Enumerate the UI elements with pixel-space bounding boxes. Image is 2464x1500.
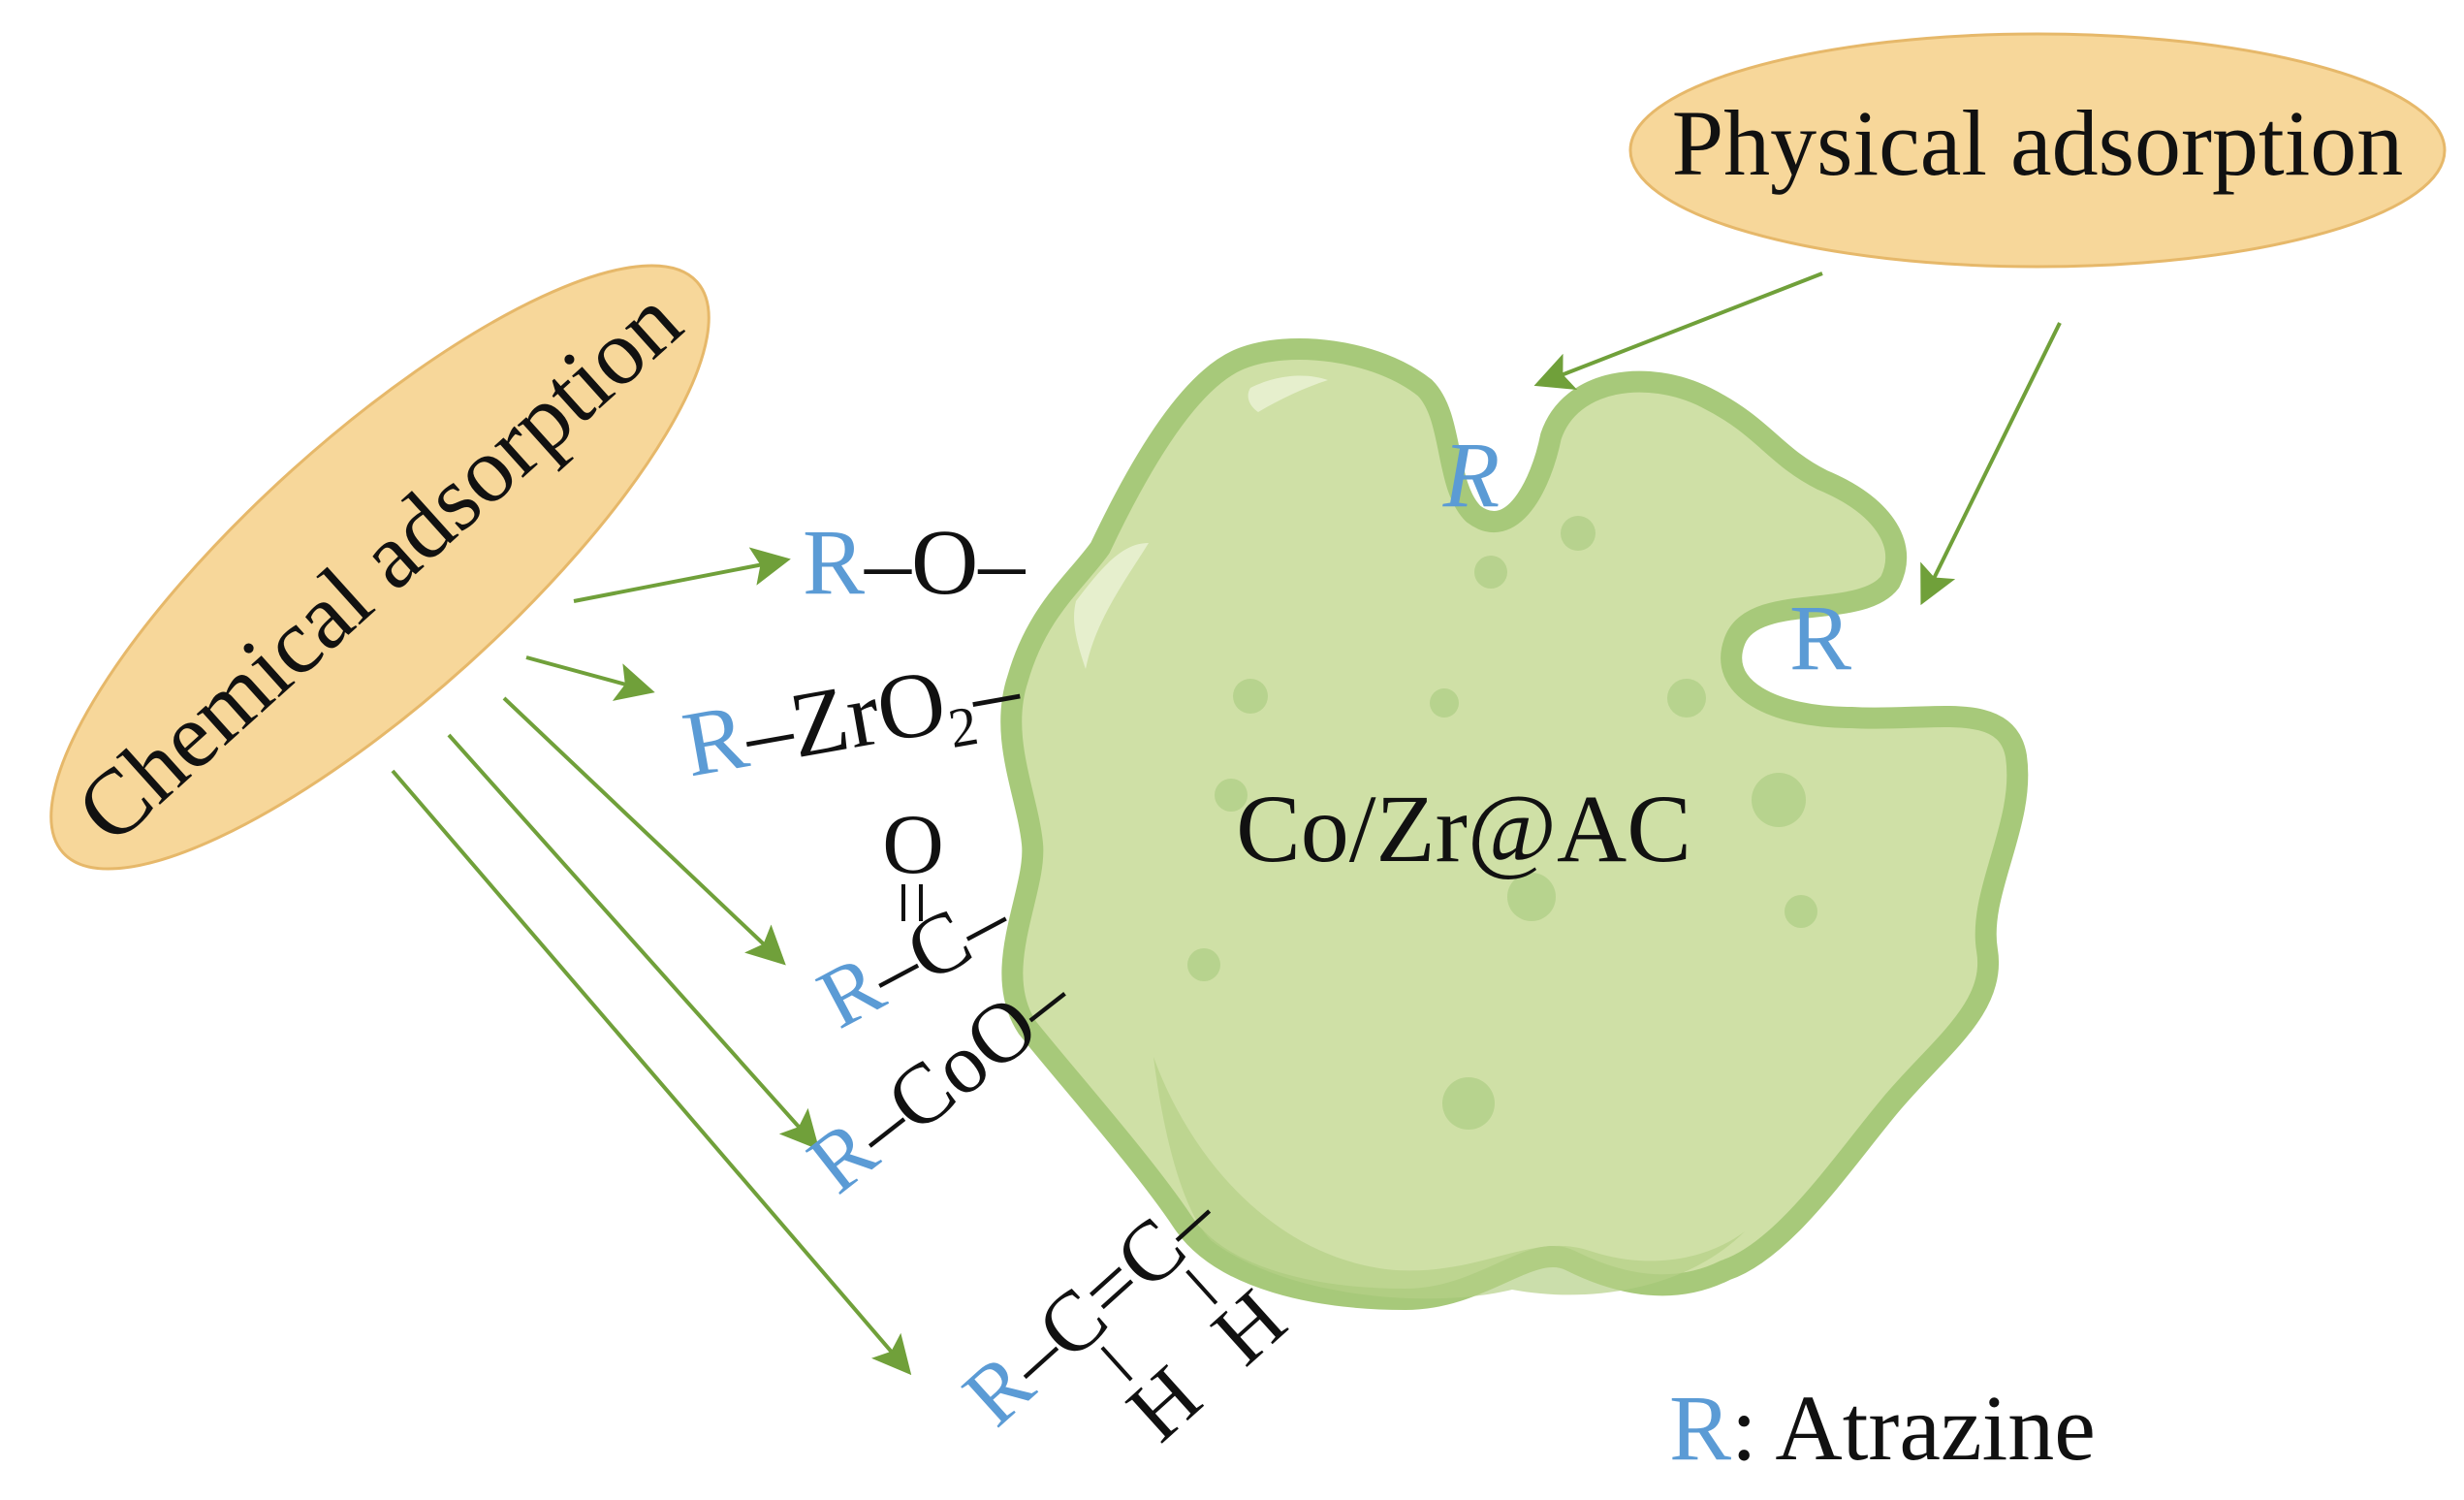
physical-adsorption-label: Physical adsorption xyxy=(1672,91,2404,195)
adsorbent-particle xyxy=(1000,338,2029,1310)
r-pore-right: R xyxy=(1789,586,1851,689)
group-r-o: R–O– xyxy=(803,510,1026,614)
arrow-chem-1 xyxy=(573,547,791,603)
legend-text: : Atrazine xyxy=(1731,1376,2096,1480)
svg-text:R–O–: R–O– xyxy=(803,510,1026,614)
particle-highlight-top xyxy=(1248,375,1328,412)
arrow-chem-2 xyxy=(525,655,655,701)
arrow-chem-4 xyxy=(447,733,820,1150)
r-pore-top: R xyxy=(1442,423,1501,527)
svg-text:R–ZrO2–: R–ZrO2– xyxy=(676,635,1029,806)
group3-oxygen: O xyxy=(882,798,944,892)
chemical-adsorption-node: Chemical adsorption xyxy=(49,264,711,871)
group5-h1: H xyxy=(1110,1349,1218,1460)
chemical-adsorption-label: Chemical adsorption xyxy=(56,269,700,863)
particle-body xyxy=(1000,338,2029,1310)
arrows xyxy=(391,271,2062,1376)
legend-r: R xyxy=(1669,1376,1731,1480)
physical-adsorption-node: Physical adsorption xyxy=(1628,32,2447,269)
arrow-physical-2 xyxy=(1920,322,2062,606)
particle-pores xyxy=(1187,516,1817,1130)
arrow-chem-5 xyxy=(391,769,912,1376)
group2-bond: –ZrO xyxy=(736,649,953,786)
group1-r: R xyxy=(803,510,865,614)
group-r-zro2: R–ZrO2– xyxy=(676,635,1029,806)
arrow-physical-1 xyxy=(1533,271,1823,391)
group1-bond: –O– xyxy=(864,510,1026,614)
adsorbent-label: Co/Zr@AC xyxy=(1236,775,1691,882)
particle-highlight xyxy=(1074,543,1149,669)
svg-text:R: Atrazine: R: Atrazine xyxy=(1669,1376,2096,1480)
arrow-chem-3 xyxy=(502,696,786,966)
legend: R: Atrazine xyxy=(1669,1376,2096,1480)
